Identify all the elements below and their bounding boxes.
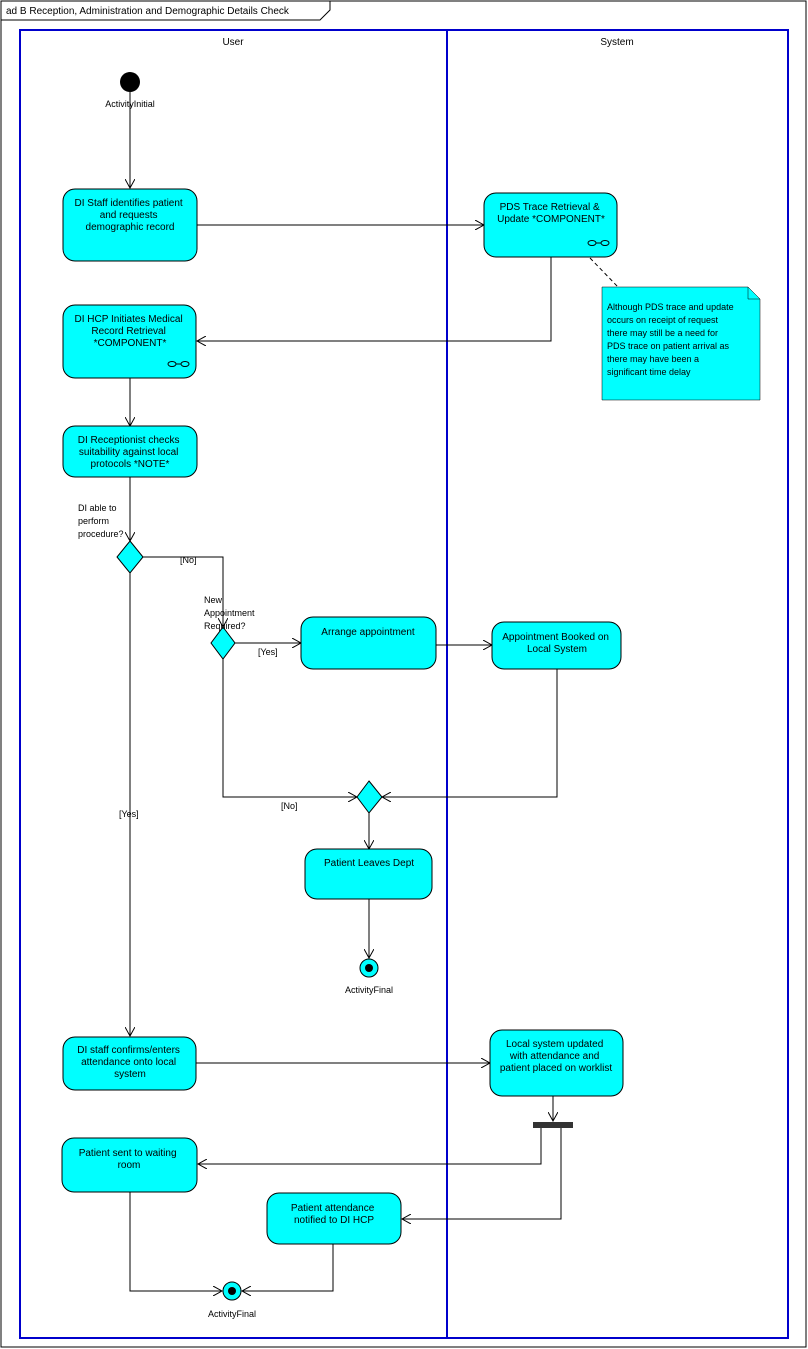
decision-able-q3: procedure? xyxy=(78,529,124,539)
edge-pds-hcp xyxy=(197,257,552,341)
final-node-1-label: ActivityFinal xyxy=(345,985,393,995)
action-notified-line1: Patient attendance xyxy=(291,1203,375,1214)
merge-node[interactable] xyxy=(356,780,383,814)
action-local-line3: patient placed on worklist xyxy=(500,1063,613,1074)
action-receptionist-check[interactable]: DI Receptionist checks suitability again… xyxy=(62,425,198,478)
edge-waiting-final2 xyxy=(129,1192,222,1291)
note-line1: Although PDS trace and update xyxy=(607,302,734,312)
action-notified-line2: notified to DI HCP xyxy=(294,1215,374,1226)
action-appointment-booked[interactable]: Appointment Booked on Local System xyxy=(491,621,622,670)
decision-able-question: DI able to perform procedure? xyxy=(78,503,124,539)
decision-new-question: New Appointment Required? xyxy=(204,595,257,631)
final-node-2-label: ActivityFinal xyxy=(208,1309,256,1319)
action-arrange-line1: Arrange appointment xyxy=(321,627,415,638)
guard-yes-1: [Yes] xyxy=(119,809,139,819)
svg-text:DI staff confirms/enters: DI staff confirms/enters attendance onto… xyxy=(77,1045,182,1080)
action-booked-line1: Appointment Booked on xyxy=(502,632,609,643)
action-hcp-retrieval[interactable]: DI HCP Initiates Medical Record Retrieva… xyxy=(62,304,197,379)
action-local-line1: Local system updated xyxy=(506,1039,603,1050)
action-pds-line1: PDS Trace Retrieval & xyxy=(500,202,600,213)
decision-new-q2: Appointment xyxy=(204,608,255,618)
action-booked-line2: Local System xyxy=(527,644,587,655)
guard-yes-2: [Yes] xyxy=(258,647,278,657)
decision-new-appointment[interactable] xyxy=(210,626,236,660)
edges xyxy=(129,92,619,1291)
note-line5: there may have been a xyxy=(607,354,699,364)
frame-title: ad B Reception, Administration and Demog… xyxy=(6,6,290,17)
edge-fork-waiting xyxy=(198,1128,542,1164)
svg-text:Patient Leaves Dept: Patient Leaves Dept xyxy=(324,858,414,869)
initial-node[interactable] xyxy=(120,72,140,92)
action-identify-line2: and requests xyxy=(100,210,158,221)
action-pds-line2: Update *COMPONENT* xyxy=(497,214,605,225)
svg-text:Appointment Booked on Lo: Appointment Booked on Local System xyxy=(502,632,612,655)
note-line2: occurs on receipt of request xyxy=(607,315,719,325)
decision-able-q1: DI able to xyxy=(78,503,117,513)
note-line6: significant time delay xyxy=(607,367,691,377)
action-hcp-line1: DI HCP Initiates Medical xyxy=(75,314,183,325)
guard-no-2: [No] xyxy=(281,801,298,811)
action-recept-line2: suitability against local xyxy=(79,447,179,458)
note-line4: PDS trace on patient arrival as xyxy=(607,341,730,351)
svg-text:DI HCP Initiates Medical: DI HCP Initiates Medical Record Retrieva… xyxy=(75,314,186,349)
svg-text:Arrange appointment: Arrange appointment xyxy=(321,627,415,638)
action-identify-line3: demographic record xyxy=(86,222,175,233)
lane-user-title: User xyxy=(222,37,244,48)
action-local-line2: with attendance and xyxy=(509,1051,600,1062)
svg-text:PDS Trace Retrieval & Up: PDS Trace Retrieval & Update *COMPONENT* xyxy=(497,202,605,225)
decision-new-q1: New xyxy=(204,595,223,605)
action-hcp-line2: Record Retrieval xyxy=(91,326,165,337)
action-identify-line1: DI Staff identifies patient xyxy=(75,198,183,209)
subactivity-icon xyxy=(587,240,610,246)
action-arrange-appointment[interactable]: Arrange appointment xyxy=(300,616,437,670)
action-recept-line1: DI Receptionist checks xyxy=(78,435,180,446)
action-leaves-line1: Patient Leaves Dept xyxy=(324,858,414,869)
final-node-1[interactable] xyxy=(359,958,379,978)
note-line3: there may still be a need for xyxy=(607,328,718,338)
action-recept-line3: protocols *NOTE* xyxy=(91,459,170,470)
decision-new-q3: Required? xyxy=(204,621,246,631)
action-waiting-line1: Patient sent to waiting xyxy=(79,1148,177,1159)
edge-fork-notified xyxy=(402,1128,562,1219)
action-patient-leaves[interactable]: Patient Leaves Dept xyxy=(304,848,433,900)
action-confirm-attendance[interactable]: DI staff confirms/enters attendance onto… xyxy=(62,1036,197,1091)
action-confirm-line3: system xyxy=(114,1069,146,1080)
note-pds-trace[interactable]: Although PDS trace and update occurs on … xyxy=(601,286,761,401)
action-confirm-line2: attendance onto local xyxy=(81,1057,176,1068)
action-identify[interactable]: DI Staff identifies patient and requests… xyxy=(62,188,198,262)
action-waiting-line2: room xyxy=(118,1160,141,1171)
decision-able-to-perform[interactable] xyxy=(116,540,144,574)
svg-text:Although PDS trace and update: Although PDS trace and update occurs on … xyxy=(607,302,736,377)
svg-text:DI Receptionist checks s: DI Receptionist checks suitability again… xyxy=(78,435,183,470)
action-patient-waiting-room[interactable]: Patient sent to waiting room xyxy=(61,1137,198,1193)
edge-booked-merge xyxy=(382,669,558,797)
action-confirm-line1: DI staff confirms/enters xyxy=(77,1045,180,1056)
guard-no-1: [No] xyxy=(180,555,197,565)
frame-tab xyxy=(0,0,331,21)
svg-text:DI Staff identifies patient: DI Staff identifies patient and requests… xyxy=(75,198,186,233)
action-local-system-updated[interactable]: Local system updated with attendance and… xyxy=(489,1029,624,1097)
final-node-2[interactable] xyxy=(222,1281,242,1301)
edge-d1-d2-no xyxy=(143,556,223,627)
action-hcp-line3: *COMPONENT* xyxy=(94,338,167,349)
svg-text:Patient attendance notif: Patient attendance notified to DI HCP xyxy=(291,1203,377,1226)
svg-text:Local system updated wit: Local system updated with attendance and… xyxy=(500,1039,613,1074)
lane-system xyxy=(446,29,789,1339)
edge-d2-merge-no xyxy=(222,659,357,797)
lane-system-title: System xyxy=(600,37,633,48)
decision-able-q2: perform xyxy=(78,516,109,526)
fork-bar[interactable] xyxy=(533,1122,573,1128)
edge-notified-final2 xyxy=(242,1244,334,1291)
svg-text:Patient sent to waiting: Patient sent to waiting room xyxy=(79,1148,180,1171)
action-attendance-notified[interactable]: Patient attendance notified to DI HCP xyxy=(266,1192,402,1245)
subactivity-icon xyxy=(167,361,190,367)
action-pds-trace[interactable]: PDS Trace Retrieval & Update *COMPONENT* xyxy=(483,192,618,258)
